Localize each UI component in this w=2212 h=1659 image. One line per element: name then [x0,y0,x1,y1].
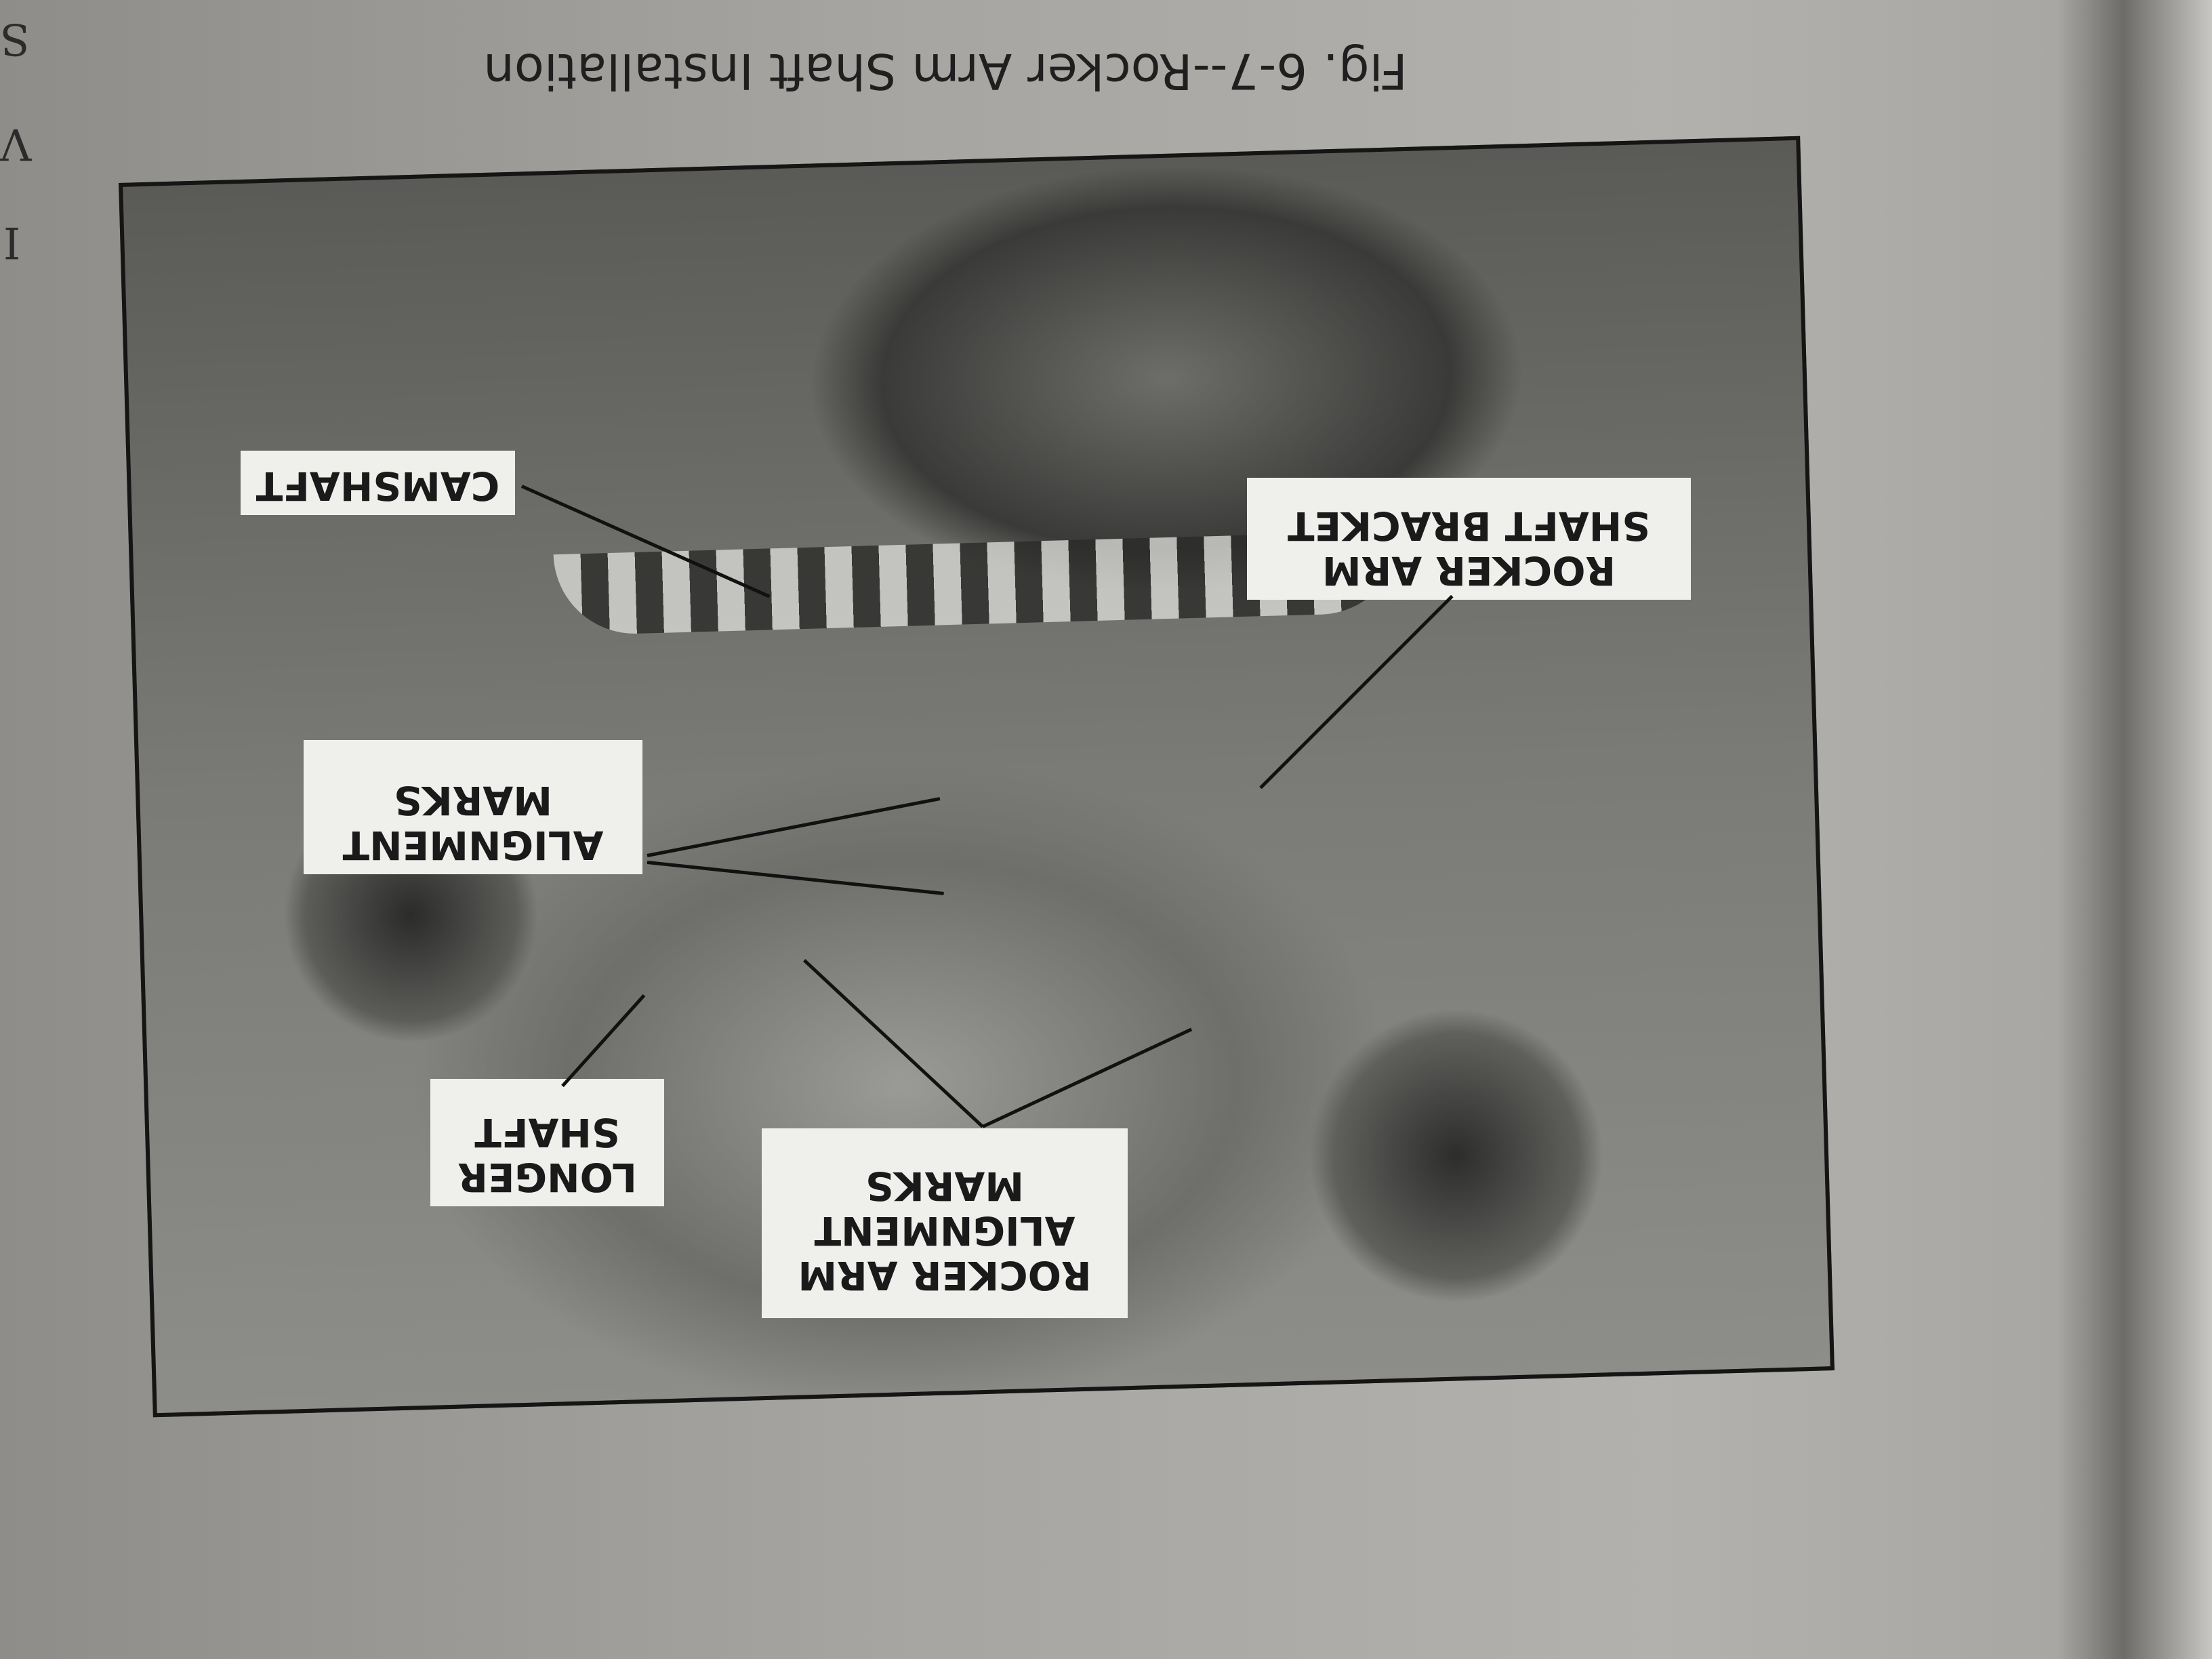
label-line: ROCKER ARM [798,1252,1092,1298]
margin-letter: S [0,14,30,64]
label-rocker-arm-shaft-bracket: ROCKER ARM SHAFT BRACKET [1247,478,1691,600]
label-line: ALIGNMENT [342,822,604,868]
label-rocker-arm-alignment-marks: ROCKER ARM ALIGNMENT MARKS [762,1128,1128,1318]
figure-caption: Fig. 6-7--Rocker Arm Shaft Installation [483,43,1408,100]
label-line: ROCKER ARM [1322,548,1616,594]
margin-letter: I [3,217,21,267]
label-line: CAMSHAFT [255,463,500,509]
label-line: SHAFT [474,1109,620,1155]
label-line: LONGER [457,1154,637,1200]
label-line: MARKS [394,777,552,823]
label-line: MARKS [865,1163,1024,1209]
label-alignment-marks: ALIGNMENT MARKS [304,740,642,874]
label-line: SHAFT BRACKET [1287,503,1651,549]
label-camshaft: CAMSHAFT [241,451,515,515]
label-longer-shaft: LONGER SHAFT [430,1079,664,1206]
label-line: ALIGNMENT [814,1208,1076,1254]
margin-letter: V [0,119,32,169]
